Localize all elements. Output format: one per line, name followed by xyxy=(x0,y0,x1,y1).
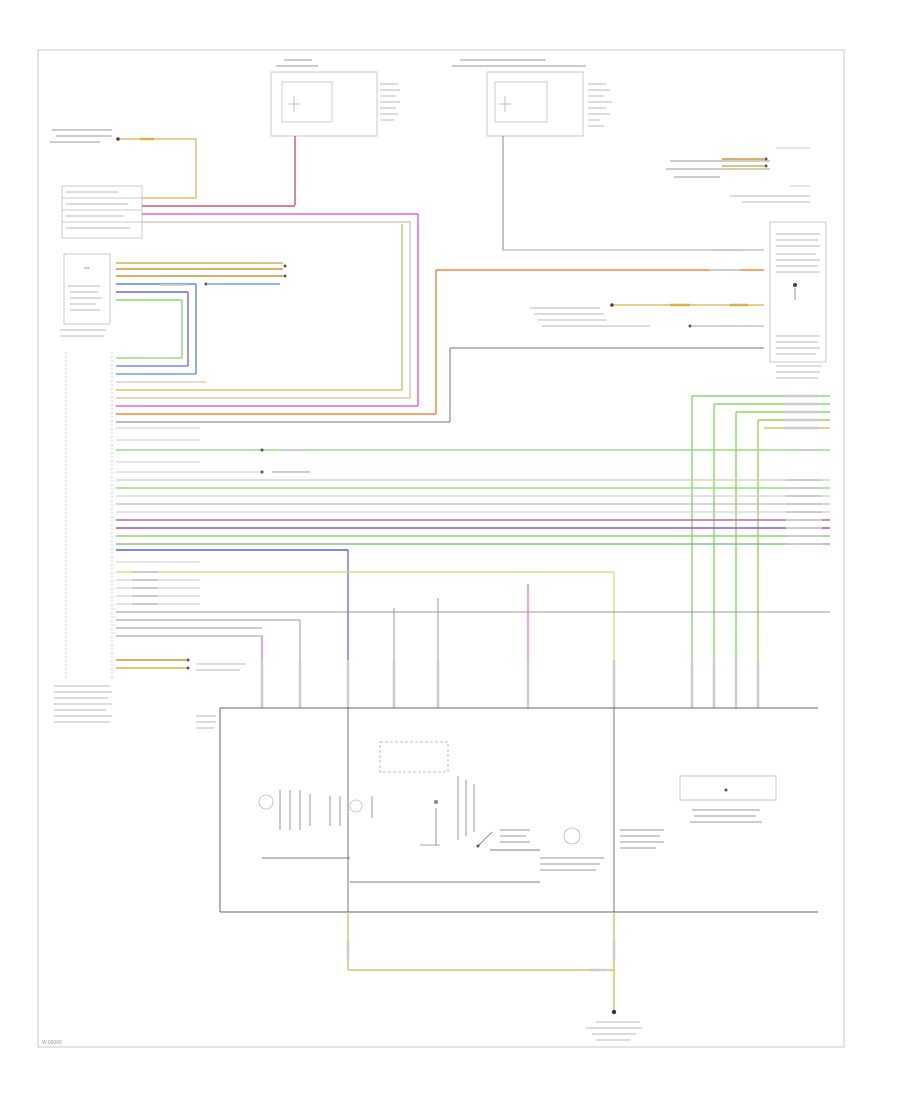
page-frame xyxy=(37,49,845,1048)
connector-top-left xyxy=(50,129,197,198)
ground-circuit xyxy=(346,912,642,1041)
side-connector-left xyxy=(65,352,113,680)
control-module-b xyxy=(60,253,111,337)
vertical-feeds xyxy=(260,584,760,708)
harness-block-3 xyxy=(116,561,830,708)
fuse-box-right xyxy=(452,59,612,137)
connector-top-right xyxy=(666,147,810,203)
control-module-right xyxy=(769,221,827,363)
right-label-stack xyxy=(776,365,822,379)
diagram-id: W.00000 xyxy=(42,1040,62,1046)
fuse-box-left xyxy=(270,59,400,137)
connector-mid-right xyxy=(530,303,764,328)
bottom-assembly xyxy=(196,707,818,913)
module-a-wires xyxy=(142,197,419,406)
green-wire-bundle xyxy=(691,394,830,708)
harness-block-1 xyxy=(116,224,764,429)
module-b-wires xyxy=(116,262,287,374)
left-bottom-label xyxy=(54,685,112,723)
harness-block-2 xyxy=(116,439,830,708)
control-module-a xyxy=(61,185,143,239)
